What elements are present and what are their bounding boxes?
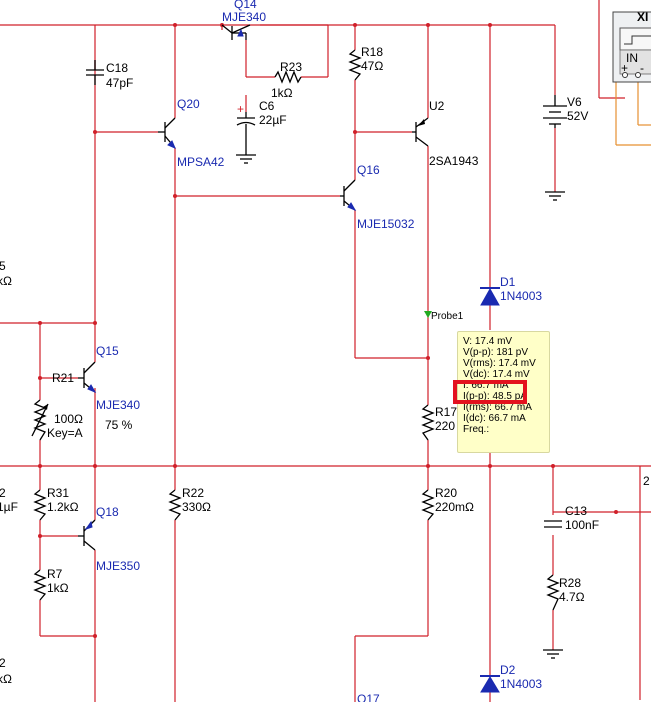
r18-value: 47Ω (361, 59, 383, 73)
edge-label-left1-a: 5 (0, 259, 6, 273)
edge-label-left2-b: 1µF (0, 500, 18, 514)
resistor-r31[interactable] (33, 489, 47, 521)
probe-line-vrms: V(rms): 17.4 mV (463, 358, 536, 369)
diode-d1[interactable] (480, 287, 500, 306)
r22-value: 330Ω (182, 500, 211, 514)
r7-ref: R7 (47, 567, 63, 581)
r22-ref: R22 (182, 486, 204, 500)
resistor-r20[interactable] (421, 489, 435, 521)
q16-ref: Q16 (357, 163, 380, 177)
c6-ref: C6 (259, 99, 275, 113)
capacitor-c13[interactable] (544, 520, 562, 528)
probe-name: Probe1 (431, 311, 464, 322)
r21-value: 100Ω (54, 412, 83, 426)
transistor-q14[interactable] (221, 24, 251, 40)
probe-marker[interactable] (424, 311, 432, 318)
u2-model: 2SA1943 (429, 154, 479, 168)
r21-key: Key=A (47, 426, 83, 440)
edge-label-left3-b: kΩ (0, 672, 12, 686)
xsc-minus: - (640, 61, 644, 75)
probe-line-i: I: 66.7 mA (463, 380, 509, 391)
resistor-r18[interactable] (348, 49, 362, 81)
d2-ref: D2 (500, 663, 516, 677)
r31-ref: R31 (47, 486, 69, 500)
edge-label-left2-a: 2 (0, 486, 6, 500)
transistor-q18[interactable] (78, 519, 96, 551)
d1-ref: D1 (500, 275, 516, 289)
transistor-q15[interactable] (78, 355, 97, 394)
d1-model: 1N4003 (500, 289, 542, 303)
xsc-in-label: IN (626, 51, 638, 65)
c13-value: 100nF (565, 518, 599, 532)
resistor-r17[interactable] (421, 404, 435, 441)
r21-ref: R21 (52, 371, 74, 385)
xsc-ref: XI (637, 10, 648, 24)
probe-line-v: V: 17.4 mV (463, 336, 513, 347)
edge-label-right1: 2 (643, 474, 650, 488)
r7-value: 1kΩ (47, 581, 69, 595)
r20-ref: R20 (435, 486, 457, 500)
transistor-u2[interactable] (412, 117, 429, 147)
dc-source-v6[interactable] (543, 95, 567, 201)
r17-value: 220 (435, 419, 455, 433)
diode-d2[interactable] (480, 675, 500, 693)
r18-ref: R18 (361, 45, 383, 59)
probe-readout: V: 17.4 mV V(p-p): 181 pV V(rms): 17.4 m… (457, 331, 550, 453)
q20-ref: Q20 (177, 97, 200, 111)
transistor-q16[interactable] (340, 179, 357, 212)
c6-polarity: + (237, 102, 244, 116)
q17-ref: Q17 (357, 692, 380, 702)
capacitor-c6[interactable] (236, 112, 256, 164)
q16-model: MJE15032 (357, 217, 415, 231)
q15-model: MJE340 (96, 398, 140, 412)
probe-line-irms: I(rms): 66.7 mA (463, 402, 532, 413)
r23-ref: R23 (280, 60, 302, 74)
transistor-q20[interactable] (158, 117, 176, 149)
resistor-r28[interactable] (543, 574, 563, 659)
r23-value: 1kΩ (271, 86, 293, 100)
q14-model: MJE340 (222, 10, 266, 24)
c6-value: 22µF (259, 113, 287, 127)
c13-ref: C13 (565, 504, 587, 518)
resistor-r23[interactable] (274, 70, 302, 84)
c18-ref: C18 (106, 61, 128, 75)
d2-model: 1N4003 (500, 677, 542, 691)
r17-ref: R17 (435, 405, 457, 419)
resistor-r22[interactable] (168, 489, 182, 521)
r31-value: 1.2kΩ (47, 500, 79, 514)
u2-ref: U2 (429, 99, 445, 113)
current-highlight-box (453, 380, 527, 404)
v6-value: 52V (567, 109, 588, 123)
q15-ref: Q15 (96, 344, 119, 358)
r21-percent: 75 % (105, 418, 133, 432)
probe-line-vdc: V(dc): 17.4 mV (463, 369, 530, 380)
edge-label-left1-b: kΩ (0, 274, 12, 288)
q20-model: MPSA42 (177, 155, 225, 169)
junction-dots (38, 23, 618, 638)
c18-value: 47pF (106, 76, 133, 90)
edge-label-left3-a: 2 (0, 656, 6, 670)
probe-line-idc: I(dc): 66.7 mA (463, 413, 526, 424)
q18-ref: Q18 (96, 505, 119, 519)
q18-model: MJE350 (96, 559, 140, 573)
r28-ref: R28 (559, 576, 581, 590)
probe-line-freq: Freq.: (463, 424, 490, 435)
xsc-plus: + (621, 61, 628, 75)
capacitor-c18[interactable] (86, 60, 104, 85)
probe-line-vpp: V(p-p): 181 pV (463, 347, 529, 358)
q14-ref: Q14 (234, 0, 257, 11)
r28-value: 4.7Ω (559, 590, 585, 604)
resistor-r7[interactable] (33, 569, 47, 601)
potentiometer-r21[interactable] (31, 399, 49, 441)
probe-line-ipp: I(p-p): 48.5 pA (463, 391, 527, 402)
oscilloscope-xsc[interactable] (612, 11, 651, 83)
r20-value: 220mΩ (435, 500, 474, 514)
v6-ref: V6 (567, 95, 582, 109)
